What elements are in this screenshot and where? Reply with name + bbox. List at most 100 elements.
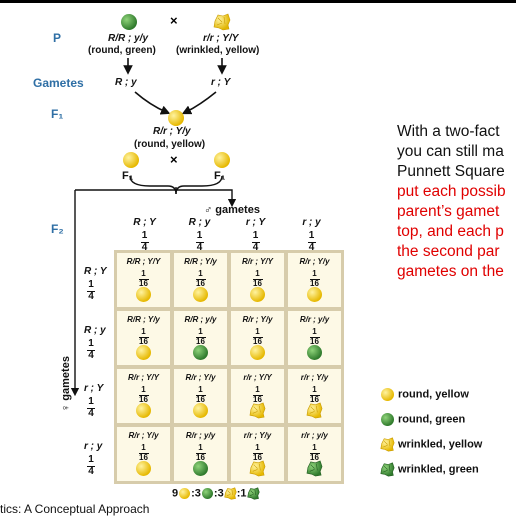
round-yellow-pea-icon [136, 287, 151, 302]
wrinkled-yellow-pea-icon [249, 460, 266, 477]
male-gamete-genotype: r ; y [302, 217, 321, 228]
cross-symbol-p: × [170, 13, 178, 28]
cross-symbol-f1: × [170, 152, 178, 167]
cell-genotype: r/r ; Y/y [243, 431, 272, 440]
cell-genotype: R/R ; y/y [184, 315, 217, 324]
f1-left-yellow-pea-icon [123, 152, 139, 168]
body-text-line: gametes on the [397, 263, 504, 280]
wrinkled-green-pea-icon [246, 487, 260, 500]
round-green-pea-icon [201, 488, 213, 499]
cell-genotype: r/r ; Y/Y [243, 373, 272, 382]
body-text-line: With a two-fact [397, 123, 500, 140]
parent2-phenotype: (wrinkled, yellow) [176, 45, 260, 56]
f1-genotype: R/r ; Y/y [153, 126, 191, 137]
wrinkled-green-pea-icon [380, 462, 395, 477]
ratio-count: 3 [194, 487, 201, 500]
male-gamete-genotype: R ; Y [133, 217, 156, 228]
legend-label: wrinkled, green [398, 463, 479, 476]
cell-genotype: r/r ; y/y [301, 431, 328, 440]
cell-genotype: R/r ; Y/Y [128, 373, 159, 382]
round-yellow-pea-icon [136, 461, 151, 476]
cell-genotype: R/R ; Y/y [127, 315, 160, 324]
ratio-count: 9 [172, 487, 179, 500]
round-yellow-pea-icon [250, 287, 265, 302]
legend-item: round, yellow [380, 387, 469, 402]
body-text-line: you can still ma [397, 143, 504, 160]
body-text-line: top, and each p [397, 223, 504, 240]
cell-genotype: R/r ; Y/y [299, 257, 330, 266]
round-yellow-pea-icon [307, 287, 322, 302]
round-green-pea-icon [381, 413, 394, 426]
cell-genotype: R/R ; Y/y [184, 257, 217, 266]
male-gametes-label: ♂ gametes [204, 204, 260, 216]
f1-phenotype: (round, yellow) [134, 139, 206, 150]
cell-genotype: r/r ; Y/y [300, 373, 329, 382]
cell-genotype: R/r ; Y/y [185, 373, 216, 382]
label-f2: F₂ [51, 222, 64, 236]
legend-item: wrinkled, green [380, 462, 479, 477]
legend-label: round, green [398, 413, 466, 426]
round-green-pea-icon [193, 345, 208, 360]
f1-left-label: F₁ [122, 170, 134, 182]
round-yellow-pea-icon [136, 403, 151, 418]
label-p: P [53, 31, 62, 45]
cell-genotype: R/r ; Y/Y [242, 257, 273, 266]
phenotype-ratio: 9:3:3 :1 [172, 487, 260, 500]
ratio-count: 3 [217, 487, 224, 500]
ratio-separator: : [213, 487, 218, 500]
f1-right-label: F₁ [214, 170, 226, 182]
wrinkled-green-pea-icon [306, 460, 323, 477]
round-yellow-pea-icon [179, 488, 191, 499]
round-yellow-pea-icon [250, 345, 265, 360]
round-green-pea-icon [307, 345, 322, 360]
body-text-line: Punnett Square [397, 163, 505, 180]
parent1-gamete: R ; y [115, 77, 137, 88]
male-gamete-genotype: R ; y [188, 217, 211, 228]
parent1-genotype: R/R ; y/y [108, 33, 149, 44]
parent2-gamete: r ; Y [211, 77, 231, 88]
f1-right-yellow-pea-icon [214, 152, 230, 168]
slide-body-text: With a two-fact you can still ma Punnett S… [397, 122, 516, 282]
cell-genotype: R/r ; Y/y [128, 431, 159, 440]
parent1-phenotype: (round, green) [88, 45, 156, 56]
legend-label: wrinkled, yellow [398, 438, 483, 451]
body-text-line: the second par [397, 243, 500, 260]
top-border [0, 0, 516, 3]
male-gamete-genotype: r ; Y [245, 217, 266, 228]
wrinkled-yellow-pea-icon [249, 402, 266, 419]
wrinkled-yellow-pea-icon [306, 402, 323, 419]
parent1-green-pea-icon [121, 14, 137, 30]
legend-label: round, yellow [398, 388, 469, 401]
